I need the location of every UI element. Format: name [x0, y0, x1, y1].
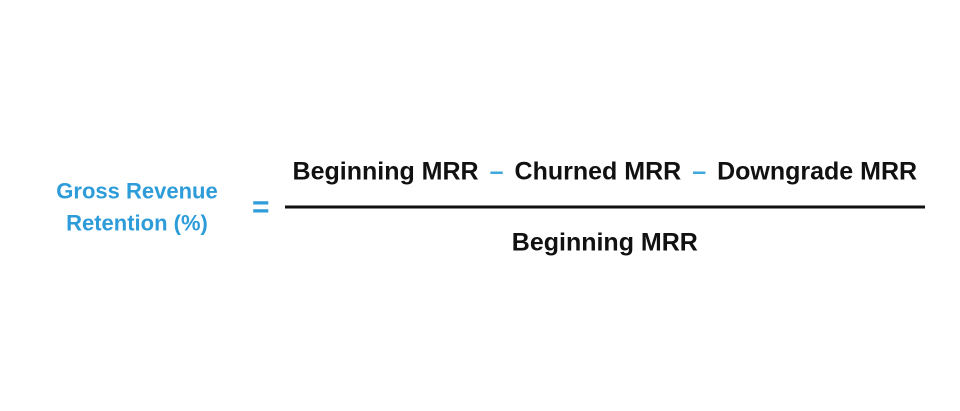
- formula-label: Gross Revenue Retention (%): [46, 175, 228, 239]
- denominator-beginning-mrr: Beginning MRR: [511, 228, 698, 257]
- numerator-term-beginning-mrr: Beginning MRR: [292, 157, 479, 186]
- equals-sign: =: [252, 190, 270, 223]
- numerator: Beginning MRR – Churned MRR – Downgrade …: [285, 155, 926, 206]
- minus-operator: –: [489, 157, 504, 186]
- numerator-term-churned-mrr: Churned MRR: [514, 157, 682, 186]
- formula-label-line1: Gross Revenue: [56, 178, 218, 203]
- fraction-bar: [284, 205, 926, 209]
- formula-label-line2: Retention (%): [66, 210, 208, 235]
- gross-revenue-retention-formula: Gross Revenue Retention (%) = Beginning …: [46, 155, 926, 260]
- minus-operator: –: [692, 157, 707, 186]
- fraction: Beginning MRR – Churned MRR – Downgrade …: [284, 155, 926, 260]
- numerator-term-downgrade-mrr: Downgrade MRR: [717, 157, 918, 186]
